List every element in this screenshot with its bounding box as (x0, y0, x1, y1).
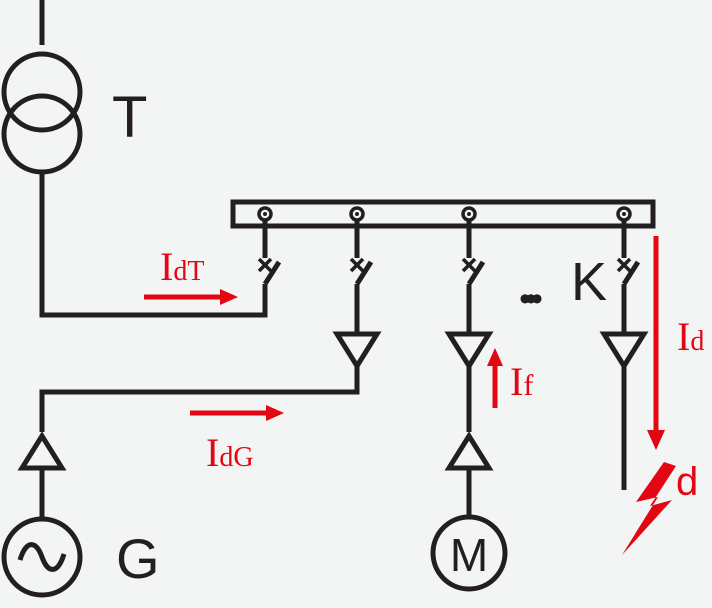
ellipsis-more-feeders: ••• (519, 280, 542, 318)
fault-lightning-icon (622, 462, 676, 555)
current-id-label: Id (677, 314, 704, 359)
current-if-label: If (510, 359, 533, 404)
current-idT-label: IdT (160, 244, 204, 289)
motor-feeder (444, 284, 494, 518)
generator-feeder (17, 284, 382, 518)
fault-label: d (676, 460, 698, 504)
motor-label: M (450, 529, 488, 581)
arrow-if (487, 348, 503, 408)
circuit-breaker-icon (616, 220, 641, 286)
circuit-breaker-icon (349, 220, 374, 286)
circuit-breaker-icon (461, 220, 486, 286)
busbar (230, 199, 656, 229)
motor-icon (430, 514, 508, 592)
arrow-idG (190, 405, 284, 421)
bus-connection-points (257, 206, 632, 222)
generator-icon (1, 516, 83, 598)
generator-label: G (116, 527, 160, 590)
current-idG-label: IdG (206, 430, 254, 475)
feeder-k-label: K (571, 252, 607, 312)
arrow-idT (144, 289, 238, 305)
feeder-k (599, 284, 649, 490)
circuit-breaker-icon (257, 220, 282, 286)
arrow-id (647, 236, 665, 450)
transformer-label: T (112, 85, 147, 150)
transformer-icon (1, 0, 268, 318)
